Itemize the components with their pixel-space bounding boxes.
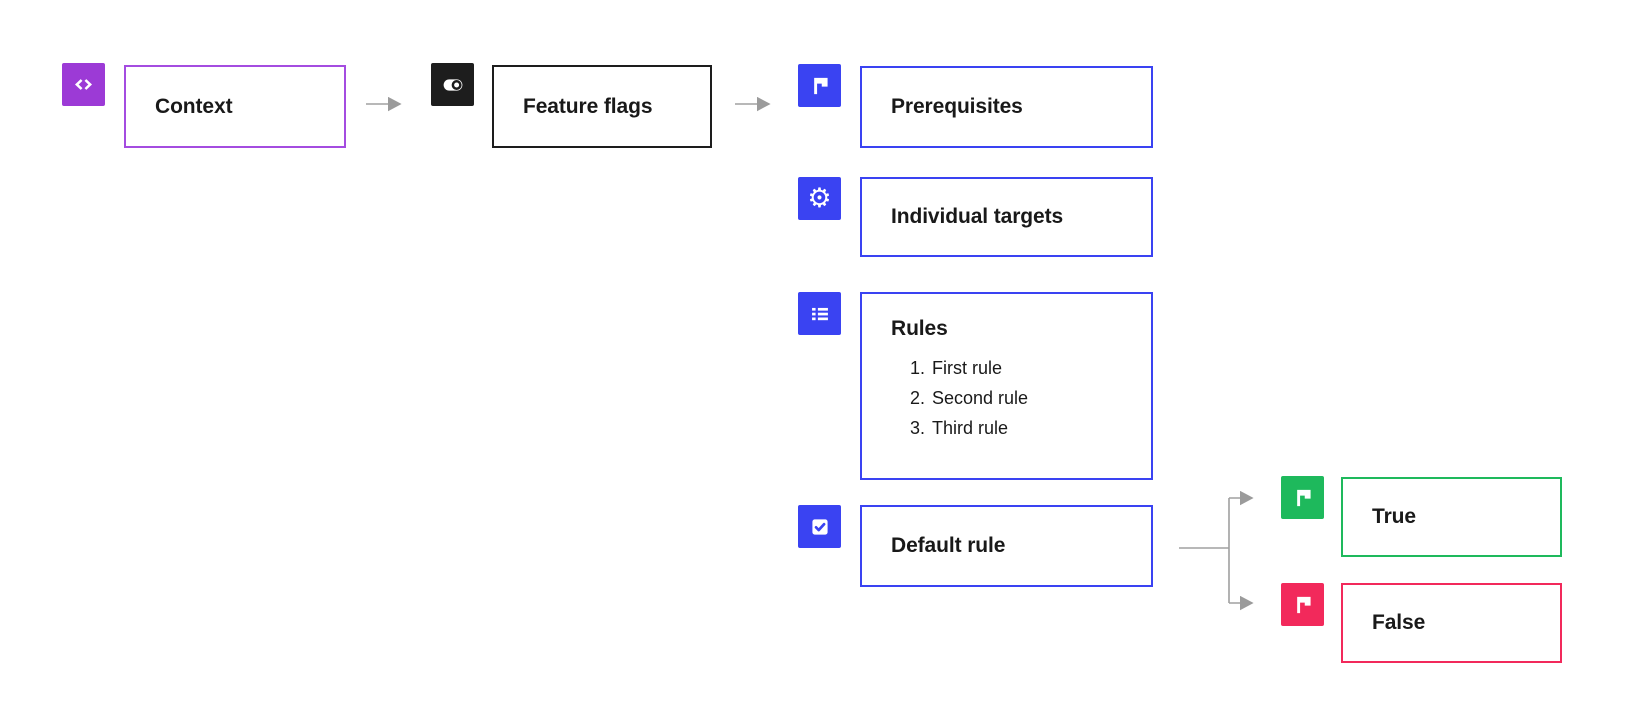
branch-line (1179, 498, 1230, 603)
rules-list-item: 3. Third rule (909, 418, 1009, 438)
toggle-icon (431, 63, 474, 106)
code-icon (62, 63, 105, 106)
node-rules: Rules 1. First rule 2. Second rule 3. Th… (860, 292, 1153, 480)
rules-list: 1. First rule 2. Second rule 3. Third ru… (891, 353, 1028, 443)
checkbox-icon (798, 505, 841, 548)
gear-icon: ⚙ (798, 177, 841, 220)
rules-list-item: 2. Second rule (909, 388, 1029, 408)
node-context: Context (124, 65, 346, 148)
node-label: Feature flags (523, 94, 653, 118)
node-label: False (1372, 611, 1426, 634)
flag-icon (1281, 583, 1324, 626)
flag-icon (1281, 476, 1324, 519)
node-prerequisites: Prerequisites (860, 66, 1153, 148)
flag-icon (798, 64, 841, 107)
node-individual-targets: Individual targets (860, 177, 1153, 257)
node-label: Default rule (891, 534, 1006, 557)
node-label: Prerequisites (891, 95, 1023, 118)
node-label: Context (155, 94, 233, 118)
node-label: Individual targets (891, 205, 1064, 228)
list-icon (798, 292, 841, 335)
node-label: True (1372, 505, 1416, 528)
node-default-rule: Default rule (860, 505, 1153, 587)
node-label: Rules (891, 317, 948, 340)
node-true: True (1341, 477, 1562, 557)
rules-list-item: 1. First rule (909, 358, 1003, 378)
node-feature-flags: Feature flags (492, 65, 712, 148)
node-false: False (1341, 583, 1562, 663)
